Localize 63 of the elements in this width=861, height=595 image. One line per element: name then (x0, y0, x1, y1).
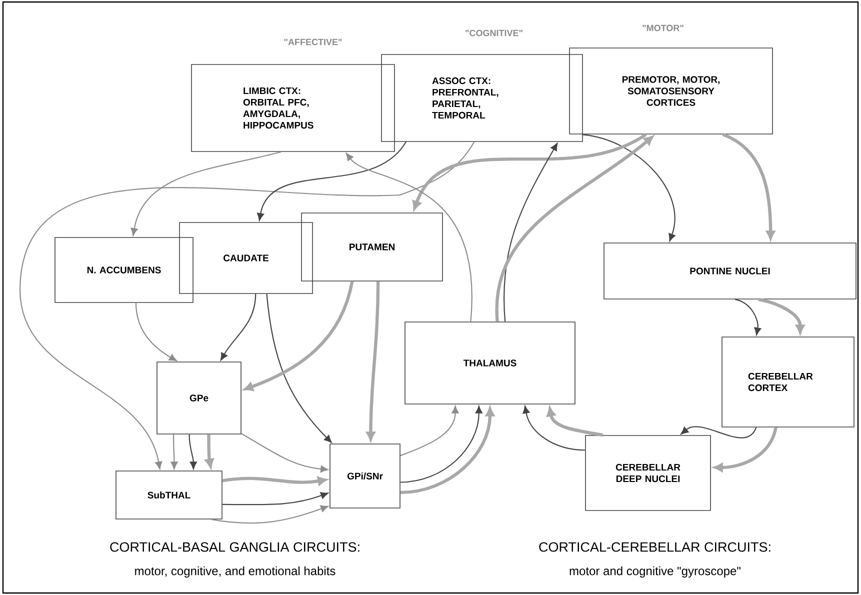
caption-heading: CORTICAL-BASAL GANGLIA CIRCUITS: (110, 542, 360, 552)
arrow (222, 476, 327, 486)
category-label: "MOTOR" (642, 24, 684, 32)
region-label: PREMOTOR, MOTOR, SOMATOSENSORY CORTICES (622, 76, 720, 106)
arrow (170, 434, 178, 470)
arrow (582, 134, 676, 242)
arrow (400, 406, 482, 483)
arrow (734, 298, 762, 336)
arrow (400, 406, 459, 456)
region-label: CEREBELLAR CORTEX (748, 372, 813, 392)
region-box (381, 54, 583, 142)
arrow (266, 294, 332, 443)
arrow (222, 492, 328, 506)
region-label: PUTAMEN (350, 244, 394, 250)
region-label: GPe (190, 394, 208, 402)
arrow (522, 406, 586, 451)
arrow (366, 281, 380, 441)
arrow (722, 132, 775, 240)
region-box (301, 212, 443, 282)
caption-subtitle: motor, cognitive, and emotional habits (135, 566, 336, 578)
category-label: "COGNITIVE" (466, 30, 522, 36)
arrow (257, 142, 406, 221)
region-box (585, 435, 711, 511)
region-box (330, 444, 400, 508)
region-label: CAUDATE (224, 254, 268, 262)
region-box (54, 237, 194, 303)
arrow (346, 152, 472, 322)
arrow (205, 434, 214, 468)
region-box (404, 322, 576, 404)
caption-heading: CORTICAL-CEREBELLAR CIRCUITS: (539, 542, 770, 552)
arrow (496, 136, 654, 322)
region-label: PONTINE NUCLEI (690, 268, 770, 274)
arrow (135, 302, 177, 362)
region-box (179, 222, 313, 294)
region-box (116, 470, 222, 520)
arrow (188, 434, 197, 470)
arrow (244, 281, 354, 392)
arrow (680, 426, 757, 438)
region-box (722, 336, 854, 428)
arrow (211, 505, 328, 524)
region-box (191, 64, 395, 152)
category-label: "AFFECTIVE" (284, 38, 342, 46)
arrow (412, 133, 647, 210)
arrow (546, 407, 604, 437)
caption-subtitle: motor and cognitive "gyroscope" (570, 566, 740, 578)
arrow (220, 294, 256, 360)
region-label: SubTHAL (148, 492, 190, 498)
region-box (604, 242, 856, 300)
region-label: CEREBELLAR DEEP NUCLEI (616, 464, 680, 482)
region-label: LIMBIC CTX: ORBITAL PFC, AMYGDALA, HIPPOCAMPUS (243, 87, 314, 129)
region-box (156, 362, 242, 434)
arrow (130, 151, 282, 236)
arrow (714, 427, 778, 472)
arrow (758, 298, 805, 334)
arrow (504, 143, 558, 322)
arrow (241, 433, 328, 473)
region-label: N. ACCUMBENS (87, 266, 161, 274)
arrow (19, 142, 475, 470)
region-box (569, 48, 773, 134)
region-label: THALAMUS (463, 360, 516, 366)
region-label: GPi/SNr (347, 472, 383, 480)
arrow (400, 407, 494, 494)
region-label: ASSOC CTX: PREFRONTAL, PARIETAL, TEMPORAL (432, 77, 498, 119)
